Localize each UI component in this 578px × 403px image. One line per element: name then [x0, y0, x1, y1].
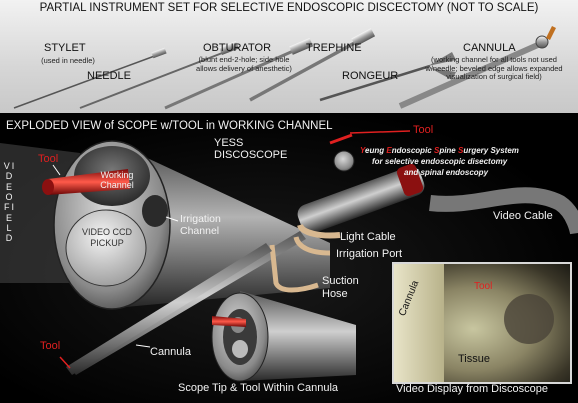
scope-tip-ccd — [232, 340, 248, 358]
cannula-leader — [135, 344, 151, 348]
system-word-s2: urgery System — [463, 146, 519, 155]
cannula-callout-label: Cannula — [150, 346, 191, 358]
video-cable-label: Video Cable — [493, 210, 553, 222]
cannula-note: (working channel for all tools not used … — [425, 55, 563, 82]
stylet-note: (used in needle) — [41, 56, 95, 65]
obturator-label: OBTURATOR — [203, 42, 272, 54]
scope-handle — [297, 166, 425, 234]
system-name-line2: for selective endoscopic disectomy — [372, 157, 508, 166]
irrigation-port-label: Irrigation Port — [336, 248, 403, 260]
tool-left-leader — [59, 356, 71, 369]
trephine-shaft — [249, 38, 361, 102]
trephine-label: TREPHINE — [306, 42, 362, 54]
scope-eyepiece — [333, 150, 355, 172]
tool-top-label: Tool — [413, 124, 434, 136]
tool-rod — [48, 169, 130, 195]
cannula-hub — [535, 35, 549, 49]
system-word-y: eung — [365, 146, 387, 155]
tool-left-label: Tool — [40, 340, 61, 352]
working-channel-label: Working Channel — [100, 170, 134, 190]
instrument-drawings — [13, 26, 556, 110]
irrigation-leader — [165, 216, 179, 222]
yess-discoscope-title: YESS DISCOSCOPE — [214, 137, 288, 162]
tool-face-label: Tool — [38, 153, 59, 165]
system-initial-s2: S — [457, 146, 464, 155]
tool-rod-tip — [42, 179, 54, 195]
suction-hose-label: Suction Hose — [322, 275, 359, 300]
scope-red-band — [396, 163, 424, 197]
suction-hose — [269, 244, 319, 293]
instrument-set-title: PARTIAL INSTRUMENT SET FOR SELECTIVE END… — [39, 2, 539, 14]
cannula-label: CANNULA — [463, 42, 516, 54]
ccd-pickup-label: VIDEO CCD PICKUP — [81, 227, 132, 248]
cannula-rod — [66, 243, 272, 375]
cannula-valve — [546, 26, 556, 40]
tool-top-leader — [349, 130, 411, 134]
light-cable — [297, 223, 341, 239]
rongeur-handle — [428, 52, 456, 80]
tool-label-leader — [52, 164, 61, 176]
exploded-view-panel: EXPLODED VIEW of SCOPE w/TOOL in WORKING… — [0, 113, 578, 403]
video-field-label: VIDEO FIELD — [3, 161, 17, 244]
system-initial-e: E — [386, 146, 392, 155]
system-name-line1: Yeung Endoscopic Spine Surgery System — [360, 147, 519, 155]
obturator-handle — [289, 38, 314, 55]
trephine-handle — [351, 28, 376, 47]
system-initial-s1: S — [433, 146, 440, 155]
irrigation-channel-label: Irrigation Channel — [180, 213, 221, 238]
needle-shaft — [79, 49, 231, 109]
video-display-image: Cannula Tool Tissue — [392, 262, 572, 384]
system-word-s1: pine — [439, 146, 458, 155]
cannula-shaft — [398, 41, 542, 109]
video-dark-region — [504, 294, 554, 344]
irrigation-port-tube — [293, 236, 331, 256]
video-cable — [429, 187, 578, 235]
system-name-line3: and spinal endoscopy — [404, 168, 489, 177]
light-cable-label: Light Cable — [340, 231, 396, 243]
obturator-note: (blunt end-2-hole; side hole allows deli… — [196, 55, 292, 73]
rongeur-label: RONGEUR — [342, 70, 399, 82]
video-cannula-wall — [394, 264, 444, 382]
scope-drawings — [0, 130, 578, 382]
exploded-view-heading: EXPLODED VIEW of SCOPE w/TOOL in WORKING… — [6, 120, 333, 132]
video-tool-label: Tool — [474, 281, 493, 292]
needle-hub — [219, 41, 239, 55]
scope-tip-tool — [212, 316, 246, 327]
scope-tip-tube — [240, 291, 356, 381]
system-initial-y: Y — [360, 146, 366, 155]
rongeur-shaft — [319, 64, 431, 102]
video-display-caption: Video Display from Discoscope — [396, 383, 549, 395]
system-word-e: ndoscopic — [391, 146, 434, 155]
instrument-set-panel: PARTIAL INSTRUMENT SET FOR SELECTIVE END… — [0, 0, 578, 113]
obturator-shaft — [164, 46, 301, 110]
ccd-pickup-disc — [65, 209, 147, 287]
stylet-shaft — [13, 53, 161, 109]
needle-label: NEEDLE — [87, 70, 132, 82]
irrigation-channel-hole — [142, 195, 168, 227]
stylet-label: STYLET — [44, 42, 86, 54]
stylet-handle — [151, 47, 167, 59]
scope-tip-caption: Scope Tip & Tool Within Cannula — [178, 382, 338, 394]
tool-top-rod — [329, 133, 353, 145]
video-tissue-label: Tissue — [458, 353, 490, 365]
